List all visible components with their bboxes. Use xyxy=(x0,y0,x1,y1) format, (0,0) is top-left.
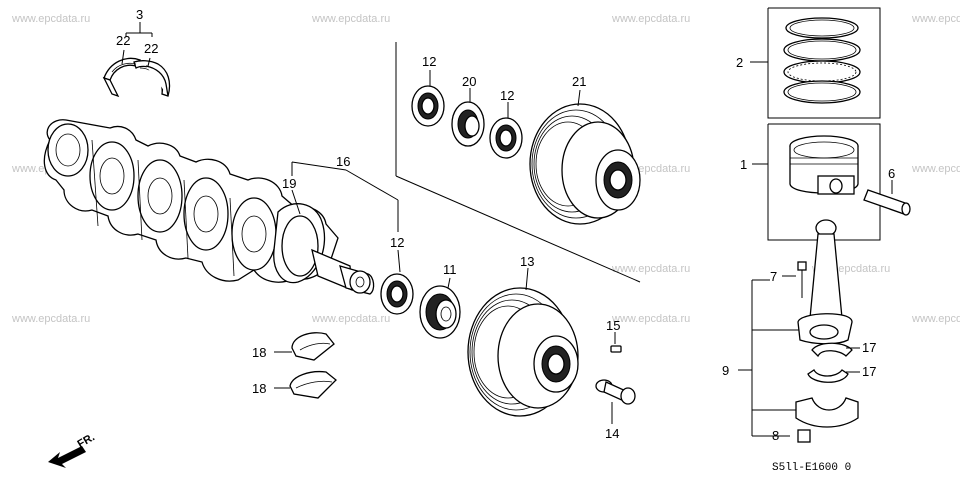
callout-7: 7 xyxy=(770,269,777,284)
piston-ring-set xyxy=(750,7,881,119)
watermark-layer: www.epcdata.ru www.epcdata.ru www.epcdat… xyxy=(11,13,960,325)
callout-20: 20 xyxy=(462,74,476,89)
callout-9: 9 xyxy=(722,363,729,378)
front-direction-arrow: FR. xyxy=(48,431,97,468)
callout-18: 18 xyxy=(252,381,266,396)
callout-2: 2 xyxy=(736,55,743,70)
callout-16-bracket xyxy=(291,161,401,273)
callout-11: 11 xyxy=(443,262,457,277)
callout-15: 15 xyxy=(606,318,620,333)
callout-12: 12 xyxy=(390,235,404,250)
watermark-text: www.epcdata.ru xyxy=(611,313,690,325)
callout-3-bracket xyxy=(121,22,153,67)
callout-17: 17 xyxy=(862,364,876,379)
callout-6: 6 xyxy=(888,166,895,181)
pulley-bolt xyxy=(595,379,636,424)
watermark-text: www.epcdata.ru xyxy=(311,313,390,325)
front-label: FR. xyxy=(76,431,97,450)
callout-14: 14 xyxy=(605,426,619,441)
pulley-21 xyxy=(529,89,641,225)
watermark-text: www.epcdata.ru xyxy=(611,13,690,25)
inset-frame xyxy=(395,42,641,283)
crankshaft-pulley xyxy=(467,267,579,417)
diagram-code: S5ll-E1600 0 xyxy=(772,462,851,474)
rod-nut xyxy=(797,429,811,443)
watermark-text: www.epcdata.ru xyxy=(611,263,690,275)
callout-labels: 3 22 22 16 19 12 11 13 15 14 18 18 12 20… xyxy=(116,7,895,443)
callout-18: 18 xyxy=(252,345,266,360)
rod-cap xyxy=(795,397,859,428)
crankshaft xyxy=(43,119,375,295)
callout-17: 17 xyxy=(862,340,876,355)
watermark-text: www.epcdata.ru xyxy=(911,313,960,325)
watermark-text: www.epcdata.ru xyxy=(911,13,960,25)
woodruff-key xyxy=(610,332,622,353)
piston-pin xyxy=(863,180,911,216)
rod-bearing-lower xyxy=(807,369,860,383)
oil-seal-upper-left xyxy=(411,70,445,127)
thrust-bearing-shells xyxy=(274,332,337,399)
callout-1: 1 xyxy=(740,157,747,172)
callout-16: 16 xyxy=(336,154,350,169)
timing-gear xyxy=(419,277,461,339)
watermark-text: www.epcdata.ru xyxy=(11,313,90,325)
callout-21: 21 xyxy=(572,74,586,89)
connecting-rod-bracket xyxy=(738,279,804,437)
callout-12: 12 xyxy=(500,88,514,103)
oil-seal-lower xyxy=(380,273,414,315)
callout-3: 3 xyxy=(136,7,143,22)
rod-bearing-upper xyxy=(811,342,860,358)
callout-8: 8 xyxy=(772,428,779,443)
watermark-text: www.epcdata.ru xyxy=(911,163,960,175)
oil-seal-upper-right xyxy=(489,102,523,159)
watermark-text: www.epcdata.ru xyxy=(11,13,90,25)
callout-22: 22 xyxy=(116,33,130,48)
connecting-rod-bolt xyxy=(782,261,807,298)
main-bearing-shells xyxy=(102,57,171,98)
watermark-text: www.epcdata.ru xyxy=(311,13,390,25)
callout-22: 22 xyxy=(144,41,158,56)
gear-20 xyxy=(451,88,485,147)
piston xyxy=(752,123,881,241)
connecting-rod xyxy=(797,219,853,345)
callout-19: 19 xyxy=(282,176,296,191)
callout-13: 13 xyxy=(520,254,534,269)
callout-12: 12 xyxy=(422,54,436,69)
